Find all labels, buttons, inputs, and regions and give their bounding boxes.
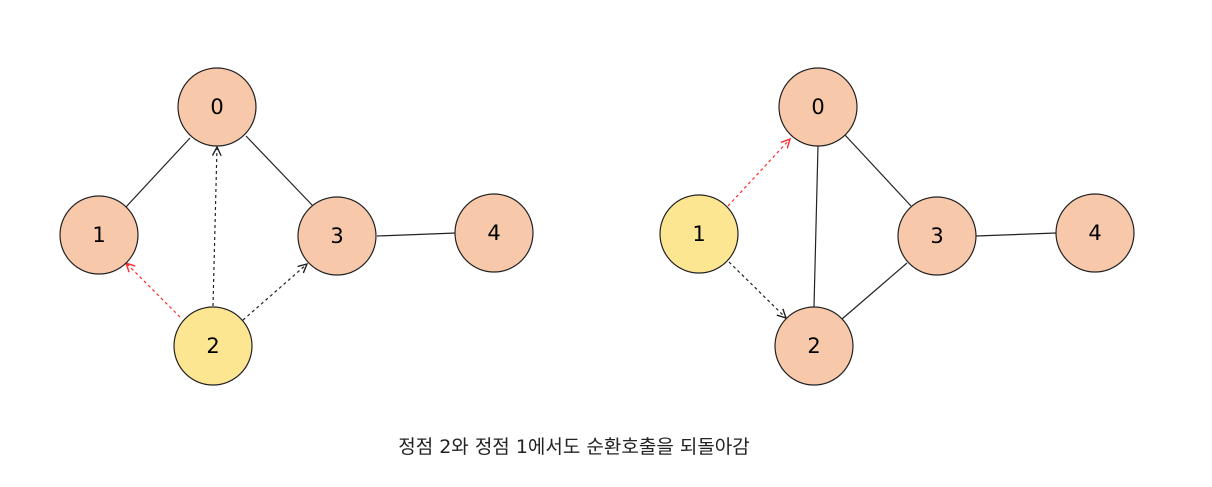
node-1-label: 1 bbox=[92, 223, 105, 247]
edge-3-4 bbox=[376, 232, 457, 237]
edge-3-4 bbox=[975, 232, 1057, 237]
node-0: 0 bbox=[177, 67, 257, 147]
node-4-circle bbox=[454, 193, 534, 273]
dotted-red-arrow-1-to-0 bbox=[727, 139, 790, 207]
node-0-label: 0 bbox=[811, 95, 824, 119]
edge-2-3 bbox=[841, 262, 908, 320]
node-4: 4 bbox=[454, 193, 534, 273]
node-2-label: 2 bbox=[807, 334, 820, 358]
node-1: 1 bbox=[59, 195, 139, 275]
node-4-label: 4 bbox=[487, 221, 500, 245]
node-2-label: 2 bbox=[206, 334, 219, 358]
left-graph: 0 1 3 4 2 bbox=[59, 67, 534, 386]
node-1-circle bbox=[59, 195, 139, 275]
node-0-label: 0 bbox=[210, 95, 223, 119]
dotted-red-arrow-2-to-1 bbox=[126, 263, 181, 318]
node-3-label: 3 bbox=[930, 224, 943, 248]
node-4-circle bbox=[1055, 193, 1135, 273]
caption: 정점 2와 정점 1에서도 순환호출을 되돌아감 bbox=[398, 436, 750, 458]
edge-0-3 bbox=[844, 134, 912, 207]
node-0-circle bbox=[177, 67, 257, 147]
edge-0-3 bbox=[245, 135, 314, 207]
node-2: 2 bbox=[173, 306, 253, 386]
node-1-label: 1 bbox=[692, 222, 705, 246]
node-1-circle bbox=[659, 194, 739, 274]
dotted-arrow-1-to-2 bbox=[728, 261, 786, 318]
node-3: 3 bbox=[297, 196, 377, 276]
dotted-arrow-2-to-0 bbox=[213, 147, 217, 307]
edge-0-2 bbox=[813, 145, 819, 308]
dotted-arrow-2-to-3 bbox=[242, 264, 307, 321]
node-0-circle bbox=[778, 67, 858, 147]
node-3: 3 bbox=[897, 196, 977, 276]
node-1: 1 bbox=[659, 194, 739, 274]
node-2-circle bbox=[173, 306, 253, 386]
node-2-circle bbox=[774, 306, 854, 386]
node-3-label: 3 bbox=[330, 224, 343, 248]
right-graph: 0 1 3 4 2 bbox=[659, 67, 1135, 386]
node-3-circle bbox=[897, 196, 977, 276]
node-2: 2 bbox=[774, 306, 854, 386]
node-3-circle bbox=[297, 196, 377, 276]
edge-1-0 bbox=[125, 137, 191, 208]
node-4-label: 4 bbox=[1088, 221, 1101, 245]
node-4: 4 bbox=[1055, 193, 1135, 273]
node-0: 0 bbox=[778, 67, 858, 147]
